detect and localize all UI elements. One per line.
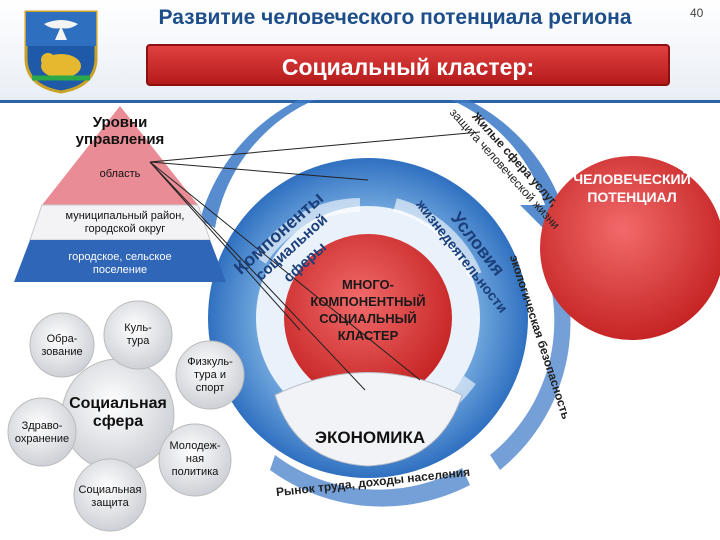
pyramid-title: Уровни управления xyxy=(60,114,180,148)
sport-label: Физкуль- тура и спорт xyxy=(178,356,242,395)
social-sphere-line1: Социальная xyxy=(69,395,167,412)
cluster-banner: Социальный кластер: xyxy=(146,44,670,86)
education-line2: зование xyxy=(41,346,83,358)
economy-label: ЭКОНОМИКА xyxy=(314,428,426,447)
sport-line1: Физкуль- xyxy=(187,356,233,368)
economy-band xyxy=(274,372,463,467)
youth-label: Молодеж- ная политика xyxy=(160,440,230,479)
outer-arc-bottom xyxy=(270,455,470,507)
social-sphere-line2: сфера xyxy=(92,413,144,430)
level-settlement: городское, сельское поселение xyxy=(30,251,210,277)
sphere-item-education xyxy=(29,312,95,378)
human-potential-label: ЧЕЛОВЕЧЕСКИЙ ПОТЕНЦИАЛ xyxy=(550,170,714,206)
sphere-item-social-protection xyxy=(73,458,147,532)
pyramid-title-line1: Уровни xyxy=(92,114,148,131)
cluster-center-line3: СОЦИАЛЬНЫЙ xyxy=(319,311,417,326)
culture-label: Куль- тура xyxy=(108,322,168,348)
social-protection-label: Социальная защита xyxy=(70,484,150,510)
health-line1: Здраво- xyxy=(21,420,63,432)
sport-line3: спорт xyxy=(195,382,225,394)
human-potential-line2: ПОТЕНЦИАЛ xyxy=(587,189,677,205)
level-municipal-line2: городской округ xyxy=(84,223,166,235)
sport-line2: тура и xyxy=(194,369,226,381)
social-protection-line2: защита xyxy=(91,497,129,509)
page-number: 40 xyxy=(690,6,704,20)
social-sphere-label: Социальная сфера xyxy=(62,395,174,431)
health-label: Здраво- охранение xyxy=(4,420,80,446)
level-settlement-line2: поселение xyxy=(92,264,148,276)
cluster-center-line2: КОМПОНЕНТНЫЙ xyxy=(310,294,426,309)
social-protection-line1: Социальная xyxy=(78,484,142,496)
culture-line2: тура xyxy=(126,335,150,347)
sphere-item-health xyxy=(7,397,77,467)
level-settlement-line1: городское, сельское xyxy=(68,251,172,263)
cluster-diagram xyxy=(7,100,720,532)
culture-line1: Куль- xyxy=(124,322,152,334)
sphere-item-culture xyxy=(103,300,173,370)
level-region: область xyxy=(99,168,141,180)
health-line2: охранение xyxy=(14,433,70,445)
education-line1: Обра- xyxy=(46,333,78,345)
page-title: Развитие человеческого потенциала регион… xyxy=(158,6,632,29)
region-emblem xyxy=(24,10,98,94)
pyramid-title-line2: управления xyxy=(75,131,165,148)
cluster-center-label: МНОГО- КОМПОНЕНТНЫЙ СОЦИАЛЬНЫЙ КЛАСТЕР xyxy=(288,276,448,344)
pyramid-top xyxy=(42,106,198,205)
youth-line1: Молодеж- xyxy=(169,440,221,452)
cluster-core xyxy=(284,234,452,402)
sphere-item-sport xyxy=(175,340,245,410)
cluster-center-line1: МНОГО- xyxy=(342,277,394,292)
human-potential-line1: ЧЕЛОВЕЧЕСКИЙ xyxy=(573,171,691,187)
human-potential-circle xyxy=(540,156,720,340)
sphere-item-youth xyxy=(158,423,232,497)
education-label: Обра- зование xyxy=(30,333,94,359)
youth-line3: политика xyxy=(171,466,219,478)
connector-lines xyxy=(149,131,481,391)
pyramid-bottom xyxy=(14,240,226,282)
level-municipal-line1: муниципальный район, xyxy=(65,210,185,222)
youth-line2: ная xyxy=(185,453,205,465)
cluster-center-line4: КЛАСТЕР xyxy=(337,328,399,343)
level-municipal: муниципальный район, городской округ xyxy=(40,210,210,236)
